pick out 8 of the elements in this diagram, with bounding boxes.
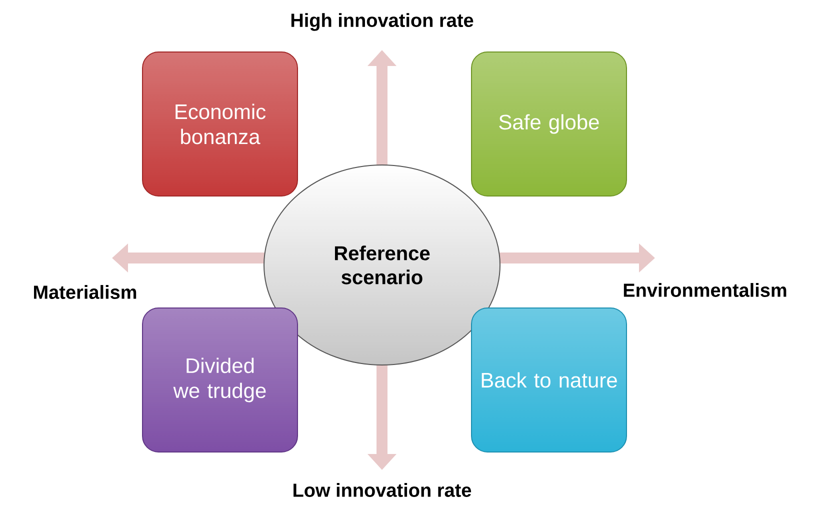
scenario-box: Safe globe (471, 52, 627, 196)
scenario-box: Economic bonanza (142, 52, 298, 196)
axis-label: High innovation rate (291, 13, 474, 31)
scenario-box: Back to nature (471, 308, 627, 452)
axis-label: Environmentalism (624, 283, 786, 297)
scenario-box: Divided we trudge (142, 308, 298, 452)
axis-label: Low innovation rate (294, 483, 472, 497)
axis-label: Materialism (34, 285, 136, 299)
